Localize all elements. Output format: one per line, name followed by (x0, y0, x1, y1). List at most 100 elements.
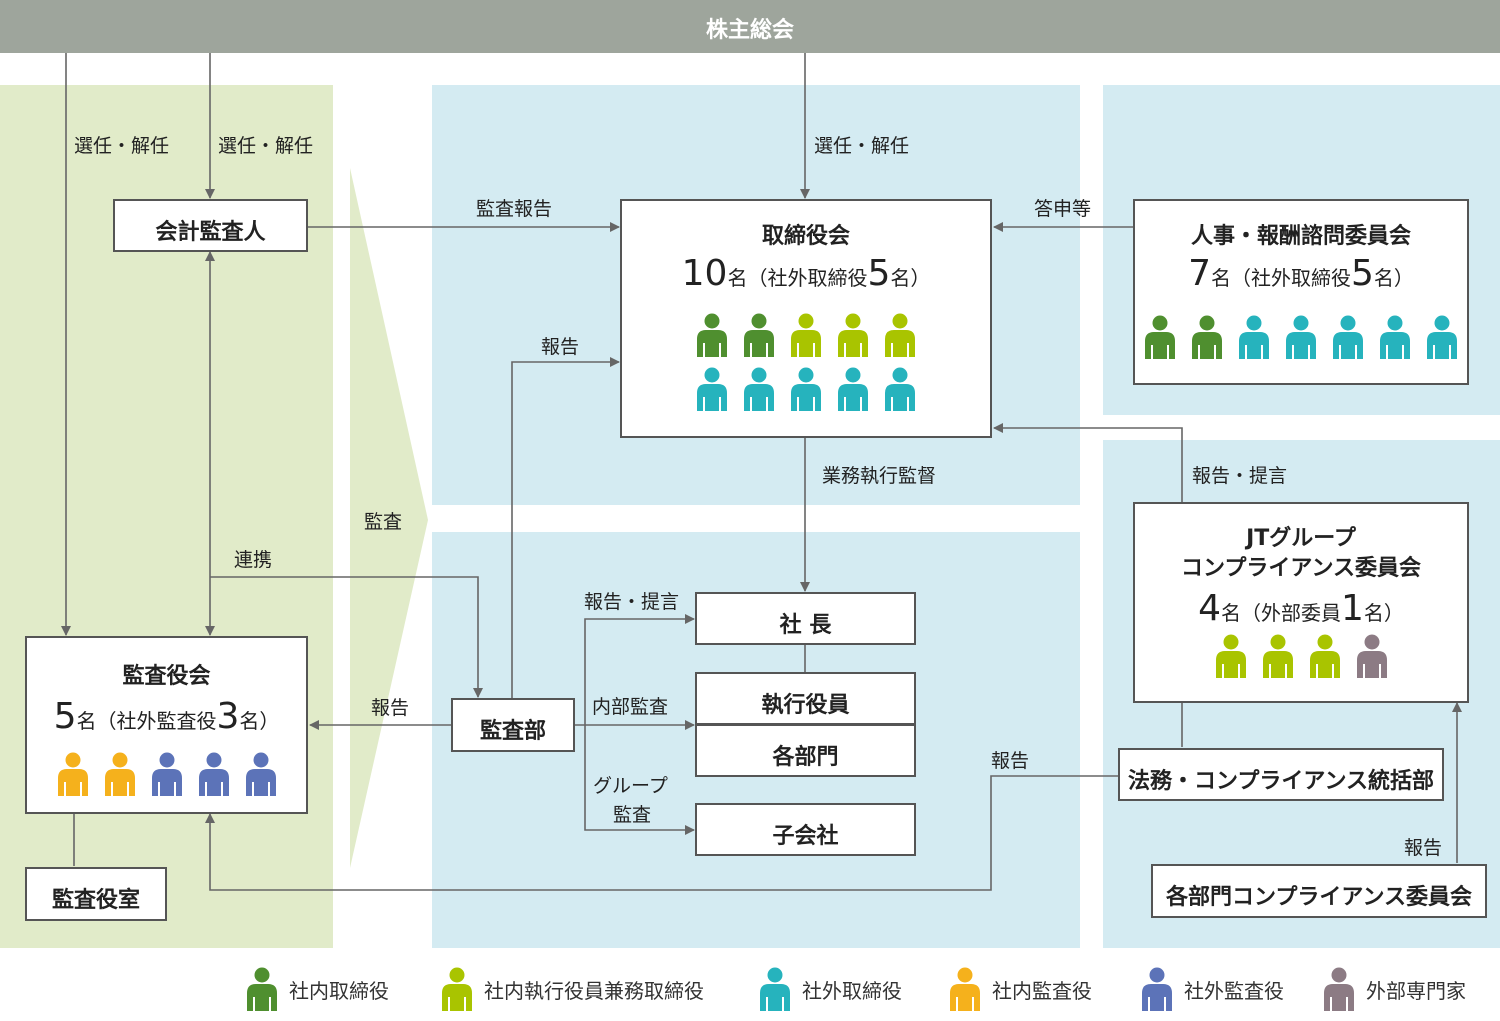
internal-auditor-person-icon (57, 752, 88, 796)
legend-item-internal-director: 社内取締役 (245, 967, 389, 1011)
legend-label: 社外監査役 (1184, 978, 1284, 1003)
exec-officers-label: 執行役員 (761, 693, 850, 718)
internal-audit-label: 内部監査 (592, 696, 669, 718)
legend-internal-exec-director-person-icon (442, 967, 472, 1011)
internal-exec-director-person-icon (1215, 634, 1246, 678)
report-recommend-label-1: 報告・提言 (1192, 465, 1288, 487)
external-director-person-icon (838, 367, 868, 411)
auditor-office-label: 監査役室 (51, 888, 140, 913)
legal-dept-label: 法務・コンプライアンス統括部 (1127, 769, 1435, 794)
audit-board-box: 監査役会 5名（社外監査役3名） (25, 636, 308, 814)
legend-external-auditor-person-icon (1142, 967, 1172, 1011)
exec-officers-box: 執行役員 (695, 672, 916, 725)
audit-board-people (27, 752, 306, 796)
auditor-office-box: 監査役室 (25, 867, 167, 921)
legend-item-external-director: 社外取締役 (758, 967, 902, 1011)
audit-board-count: 5名（社外監査役3名） (53, 696, 280, 737)
legend-label: 社内執行役員兼務取締役 (484, 978, 704, 1003)
elect-label-3: 選任・解任 (814, 135, 910, 157)
board-people-row2 (622, 367, 990, 411)
report-recommend-label-2: 報告・提言 (584, 591, 680, 613)
report-audit-board-label: 報告 (371, 697, 410, 719)
report-recommend-president (575, 614, 695, 726)
supervision-label: 業務執行監督 (822, 465, 937, 487)
departments-box: 各部門 (695, 724, 916, 777)
advisory-count: 7名（社外取締役5名） (1188, 253, 1414, 294)
jt-committee-people (1135, 634, 1467, 678)
legend-internal-director-person-icon (247, 967, 277, 1011)
audit-dept-label: 監査部 (479, 719, 546, 744)
top-bar: 株主総会 (0, 0, 1500, 53)
legal-dept-box: 法務・コンプライアンス統括部 (1118, 748, 1444, 801)
audit-chevron (350, 168, 428, 868)
external-auditor-person-icon (245, 752, 276, 796)
external-director-person-icon (1239, 315, 1269, 359)
external-director-person-icon (697, 367, 727, 411)
legend-item-internal-exec-director: 社内執行役員兼務取締役 (440, 967, 704, 1011)
audit-label: 監査 (364, 511, 403, 533)
advisory-people (1135, 315, 1467, 359)
board-box: 取締役会 10名（社外取締役5名） (620, 199, 992, 438)
legend-item-external-auditor: 社外監査役 (1140, 967, 1284, 1011)
external-director-person-icon (1427, 315, 1457, 359)
dept-committee-label: 各部門コンプライアンス委員会 (1165, 885, 1473, 910)
external-auditor-person-icon (151, 752, 182, 796)
report-board-label: 報告 (541, 336, 580, 358)
president-box: 社 長 (695, 592, 916, 645)
external-director-person-icon (885, 367, 915, 411)
cooperation-to-audit-dept (210, 576, 483, 698)
external-expert-person-icon (1356, 634, 1387, 678)
cooperation-label: 連携 (234, 549, 273, 571)
legend-label: 社内監査役 (992, 978, 1092, 1003)
external-director-person-icon (1286, 315, 1316, 359)
legend-label: 社外取締役 (802, 978, 902, 1003)
external-director-person-icon (791, 367, 821, 411)
internal-auditor-person-icon (104, 752, 135, 796)
elect-label-2: 選任・解任 (218, 135, 314, 157)
board-label: 取締役会 (761, 224, 850, 249)
internal-director-person-icon (1145, 315, 1175, 359)
legend-label: 外部専門家 (1366, 978, 1466, 1003)
legend-external-expert-person-icon (1324, 967, 1354, 1011)
jt-committee-count: 4名（外部委員1名） (1198, 588, 1404, 629)
internal-exec-director-person-icon (791, 313, 821, 357)
accounting-auditor-label: 会計監査人 (155, 220, 266, 245)
audit-board-label: 監査役会 (122, 664, 211, 689)
jt-committee-box: JTグループ コンプライアンス委員会 4名（外部委員1名） (1133, 502, 1469, 703)
board-count: 10名（社外取締役5名） (681, 253, 931, 294)
legend-item-internal-auditor: 社内監査役 (948, 967, 1092, 1011)
external-auditor-person-icon (198, 752, 229, 796)
internal-exec-director-person-icon (1309, 634, 1340, 678)
internal-exec-director-person-icon (885, 313, 915, 357)
group-audit-label-1: グループ (593, 775, 668, 797)
external-director-person-icon (1380, 315, 1410, 359)
legend-label: 社内取締役 (289, 978, 389, 1003)
accounting-auditor-box: 会計監査人 (113, 199, 308, 252)
reply-label: 答申等 (1034, 198, 1092, 220)
compliance-report-board (993, 423, 1183, 502)
legal-report-audit-board (205, 775, 1118, 891)
jt-committee-label-line2: コンプライアンス委員会 (1180, 556, 1422, 581)
internal-exec-director-person-icon (838, 313, 868, 357)
audit-report-label: 監査報告 (476, 198, 553, 220)
internal-director-person-icon (1192, 315, 1222, 359)
audit-dept-report-board (511, 357, 620, 698)
legend-item-external-expert: 外部専門家 (1322, 967, 1466, 1011)
president-label: 社 長 (779, 613, 832, 638)
jt-committee-label-line1: JTグループ (1246, 526, 1356, 551)
advisory-label: 人事・報酬諮問委員会 (1190, 224, 1411, 249)
legend-external-director-person-icon (760, 967, 790, 1011)
internal-director-person-icon (744, 313, 774, 357)
subsidiaries-label: 子会社 (772, 824, 839, 849)
board-people-row1 (622, 313, 990, 357)
subsidiaries-box: 子会社 (695, 803, 916, 856)
external-director-person-icon (1333, 315, 1363, 359)
departments-label: 各部門 (772, 745, 839, 770)
report-dept-label: 報告 (1404, 837, 1443, 859)
internal-director-person-icon (697, 313, 727, 357)
external-director-person-icon (744, 367, 774, 411)
advisory-box: 人事・報酬諮問委員会 7名（社外取締役5名） (1133, 199, 1469, 385)
legend-internal-auditor-person-icon (950, 967, 980, 1011)
group-audit-label-2: 監査 (613, 804, 652, 826)
